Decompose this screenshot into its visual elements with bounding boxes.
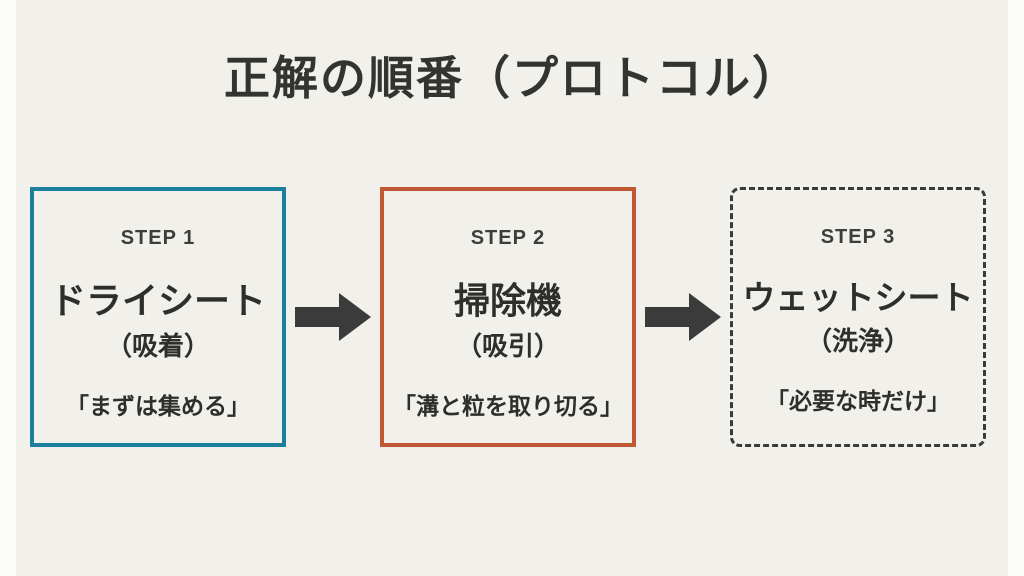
step-3-name: ウェットシート — [742, 279, 974, 316]
step-2-label: STEP 2 — [470, 227, 546, 249]
step-2-method: （吸引） — [455, 331, 560, 361]
step-3-label: STEP 3 — [820, 226, 896, 248]
step-box-2: STEP 2 掃除機 （吸引） 「溝と粒を取り切る」 — [380, 187, 636, 447]
right-arrow-icon — [295, 293, 371, 341]
step-1-quote: 「まずは集める」 — [66, 393, 250, 419]
right-arrow-shape — [295, 293, 371, 341]
slide-area: 正解の順番（プロトコル） STEP 1 ドライシート （吸着） 「まずは集める」… — [16, 0, 1008, 576]
page-title: 正解の順番（プロトコル） — [224, 52, 800, 104]
step-1-label: STEP 1 — [120, 227, 196, 249]
right-arrow-icon — [645, 293, 721, 341]
step-3-quote: 「必要な時だけ」 — [766, 388, 950, 414]
step-3-method: （洗浄） — [805, 326, 910, 356]
step-1-name: ドライシート — [49, 280, 266, 321]
step-box-1: STEP 1 ドライシート （吸着） 「まずは集める」 — [30, 187, 286, 447]
protocol-flow: STEP 1 ドライシート （吸着） 「まずは集める」 STEP 2 掃除機 （… — [30, 187, 986, 447]
step-box-3: STEP 3 ウェットシート （洗浄） 「必要な時だけ」 — [730, 187, 986, 447]
step-1-method: （吸着） — [105, 331, 210, 361]
right-arrow-shape — [645, 293, 721, 341]
step-2-name: 掃除機 — [453, 280, 562, 321]
step-2-quote: 「溝と粒を取り切る」 — [393, 393, 623, 419]
